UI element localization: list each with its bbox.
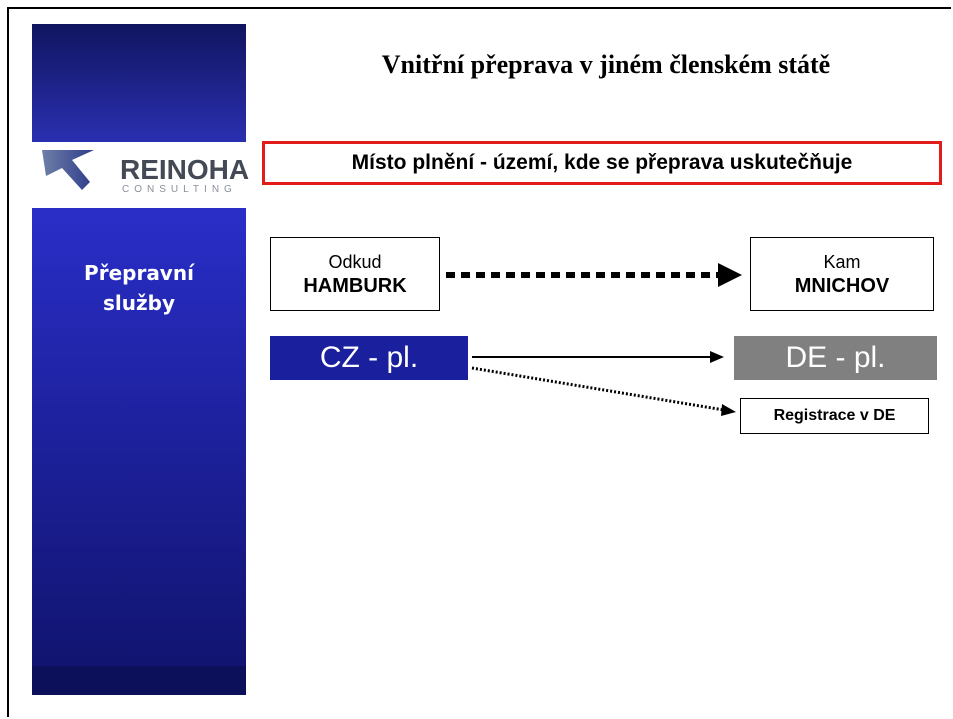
highlight-box: Místo plnění - území, kde se přeprava us…	[262, 141, 942, 185]
logo: REINOHA CONSULTING	[32, 142, 250, 208]
logo-arrow-icon	[42, 150, 94, 190]
slide-title: Vnitřní přeprava v jiném členském státě	[381, 50, 831, 79]
registration-box: Registrace v DE	[740, 398, 929, 434]
from-city: HAMBURK	[303, 275, 407, 297]
from-box: Odkud HAMBURK	[270, 237, 440, 311]
cz-tax-label: CZ - pl.	[319, 341, 419, 374]
from-label: Odkud	[328, 252, 382, 272]
to-box: Kam MNICHOV	[750, 237, 934, 311]
highlight-text: Místo plnění - území, kde se přeprava us…	[351, 151, 853, 174]
registration-arrowhead	[721, 404, 736, 416]
to-label: Kam	[823, 252, 861, 272]
logo-tagline: CONSULTING	[122, 184, 237, 195]
section-label-line2: služby	[103, 291, 175, 315]
registration-dotted-arrow	[471, 366, 725, 412]
sidebar-top-panel	[32, 24, 246, 142]
cz-tax-box: CZ - pl.	[270, 336, 468, 380]
de-tax-box: DE - pl.	[734, 336, 937, 380]
registration-label: Registrace v DE	[773, 407, 896, 424]
de-tax-label: DE - pl.	[785, 341, 886, 374]
section-label-line1: Přepravní	[84, 261, 194, 285]
sidebar-main-panel	[32, 208, 246, 666]
route-arrowhead	[718, 263, 742, 287]
tax-shift-arrowhead	[710, 351, 724, 363]
section-label: Přepravní služby	[32, 258, 246, 318]
logo-name: REINOHA	[120, 154, 250, 185]
slide-frame	[7, 7, 951, 717]
to-city: MNICHOV	[794, 275, 890, 297]
sidebar-bottom-panel	[32, 666, 246, 695]
